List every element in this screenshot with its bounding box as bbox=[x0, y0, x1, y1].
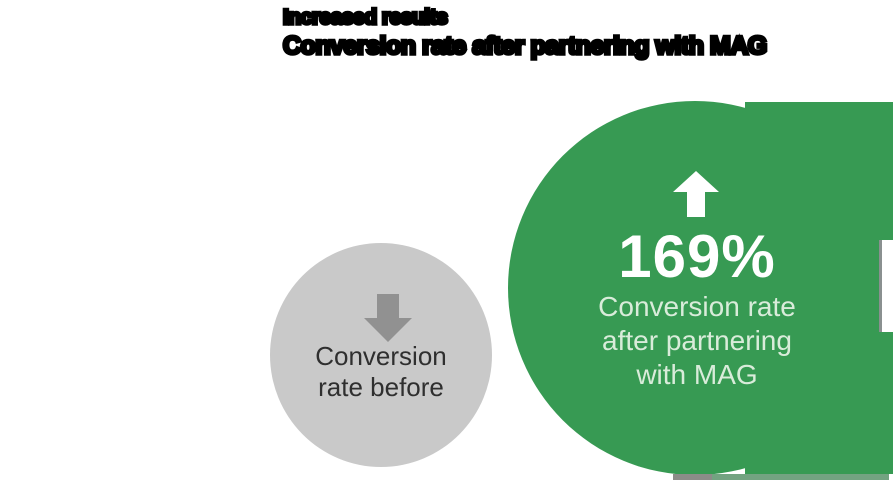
after-value: 169% bbox=[618, 223, 776, 290]
before-label-line-1: Conversion bbox=[315, 341, 447, 371]
after-label-line-1: Conversion rate bbox=[598, 291, 796, 322]
vertical-scrollbar-thumb[interactable] bbox=[879, 240, 895, 332]
headline: Increased results Conversion rate after … bbox=[281, 4, 769, 62]
horizontal-scrollbar-thumb[interactable] bbox=[673, 474, 712, 480]
after-label-line-2: after partnering bbox=[602, 325, 792, 356]
after-circle-label: Conversion rate after partnering with MA… bbox=[545, 290, 849, 392]
down-arrow-icon bbox=[362, 294, 414, 347]
horizontal-scrollbar-track bbox=[712, 474, 889, 480]
after-green-block bbox=[745, 102, 893, 474]
after-label-line-3: with MAG bbox=[636, 359, 758, 390]
before-label-line-2: rate before bbox=[318, 372, 444, 402]
headline-line-1: Increased results bbox=[281, 4, 449, 31]
before-circle bbox=[270, 243, 492, 467]
headline-line-2: Conversion rate after partnering with MA… bbox=[281, 30, 769, 62]
up-arrow-icon bbox=[671, 171, 721, 222]
before-circle-label: Conversion rate before bbox=[281, 341, 481, 403]
